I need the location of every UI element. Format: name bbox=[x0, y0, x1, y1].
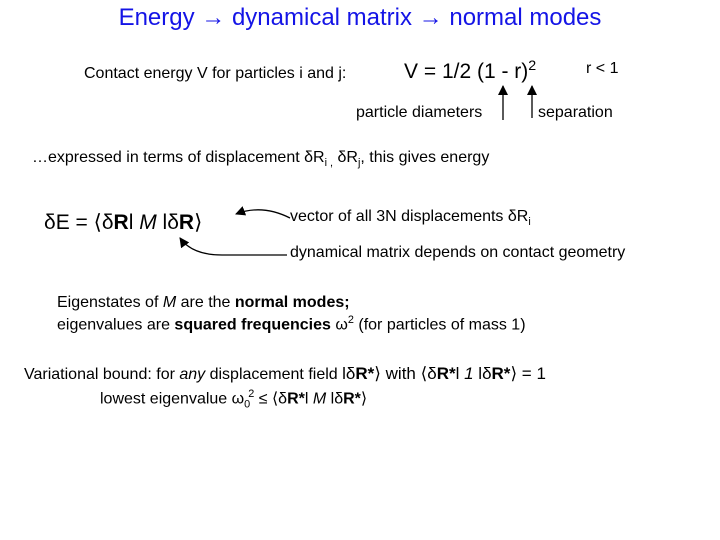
variational-with: ⟩ with ⟨δ bbox=[374, 364, 437, 383]
potential-formula-exponent: 2 bbox=[528, 58, 537, 74]
eigenvalues-text-a: eigenvalues are bbox=[57, 316, 175, 334]
displacement-sentence: …expressed in terms of displacement δRi … bbox=[32, 149, 489, 169]
variational-R-star-1: R* bbox=[355, 364, 375, 383]
squared-frequencies-term: squared frequencies bbox=[174, 316, 331, 334]
eigenstates-text-b: are the bbox=[176, 294, 235, 311]
vector-arrow bbox=[235, 206, 291, 219]
lowest-R-star-1: R* bbox=[287, 390, 305, 408]
vector-annotation-text: vector of all 3N displacements δR bbox=[290, 208, 529, 225]
omega-exponent: 2 bbox=[347, 314, 354, 326]
lowest-matrix-M: M bbox=[312, 390, 327, 408]
variational-R-star-3: R* bbox=[491, 364, 511, 383]
variational-ket-open: lδ bbox=[342, 364, 356, 383]
lowest-text-a: lowest eigenvalue ω bbox=[100, 390, 245, 408]
contact-energy-label: Contact energy V for particles i and j: bbox=[84, 65, 347, 82]
eigenstates-M: M bbox=[162, 294, 177, 311]
lowest-close: ⟩ bbox=[360, 390, 368, 408]
eigenstates-line: Eigenstates of M are the normal modes; bbox=[57, 294, 350, 312]
energy-equation: δE = ⟨δRl M lδR⟩ bbox=[44, 210, 202, 235]
displacement-sentence-suffix: , this gives energy bbox=[360, 149, 490, 166]
energy-eq-ket-R: R bbox=[178, 211, 195, 234]
index-j: j bbox=[357, 157, 361, 170]
variational-bound-line: Variational bound: for any displacement … bbox=[24, 364, 546, 384]
energy-eq-close: ⟩ bbox=[194, 211, 203, 234]
variational-bar: l bbox=[455, 364, 465, 383]
matrix-annotation: dynamical matrix depends on contact geom… bbox=[290, 244, 626, 261]
lowest-leq: ≤ ⟨δ bbox=[254, 390, 288, 408]
lowest-ket: lδ bbox=[326, 390, 344, 408]
variational-R-star-2: R* bbox=[436, 364, 456, 383]
energy-eq-bra-R: R bbox=[113, 211, 129, 234]
separation-annotation: separation bbox=[538, 104, 613, 121]
lowest-R-star-2: R* bbox=[343, 390, 361, 408]
variational-norm: ⟩ = 1 bbox=[510, 364, 546, 383]
eigenvalues-line: eigenvalues are squared frequencies ω2 (… bbox=[57, 314, 526, 334]
lowest-bar: l bbox=[304, 390, 313, 408]
vector-annotation-index: i bbox=[528, 216, 531, 229]
variational-identity: 1 bbox=[464, 364, 474, 383]
displacement-j-symbol: δR bbox=[333, 149, 358, 166]
energy-eq-bar: l bbox=[128, 211, 140, 234]
omega-zero-subscript: 0 bbox=[244, 398, 251, 411]
omega-symbol: ω bbox=[330, 316, 348, 334]
normal-modes-term: normal modes; bbox=[234, 294, 350, 311]
index-i: i , bbox=[324, 157, 334, 170]
energy-eq-matrix-M: M bbox=[139, 211, 157, 234]
energy-eq-lhs: δE = ⟨δ bbox=[44, 211, 114, 234]
slide-title: Energy → dynamical matrix → normal modes bbox=[118, 4, 602, 31]
matrix-arrow bbox=[179, 237, 287, 256]
particle-diameters-annotation: particle diameters bbox=[356, 104, 483, 121]
vector-annotation: vector of all 3N displacements δRi bbox=[290, 208, 531, 228]
eigenvalues-text-b: (for particles of mass 1) bbox=[353, 316, 526, 334]
potential-formula-main: V = 1/2 (1 - r) bbox=[404, 60, 529, 83]
variational-text-a: Variational bound: for bbox=[24, 366, 180, 383]
potential-formula: V = 1/2 (1 - r)2 bbox=[404, 58, 536, 84]
variational-any: any bbox=[179, 366, 206, 383]
energy-eq-ket: lδ bbox=[156, 211, 179, 234]
lowest-eigenvalue-line: lowest eigenvalue ω02 ≤ ⟨δR*l M lδR*⟩ bbox=[100, 388, 367, 411]
variational-text-b: displacement field bbox=[205, 366, 343, 383]
displacement-sentence-prefix: …expressed in terms of displacement δR bbox=[32, 149, 325, 166]
eigenstates-text-a: Eigenstates of bbox=[57, 294, 163, 311]
omega-zero-exponent: 2 bbox=[248, 388, 255, 400]
overlap-condition: r < 1 bbox=[586, 60, 619, 77]
variational-ket: lδ bbox=[473, 364, 492, 383]
